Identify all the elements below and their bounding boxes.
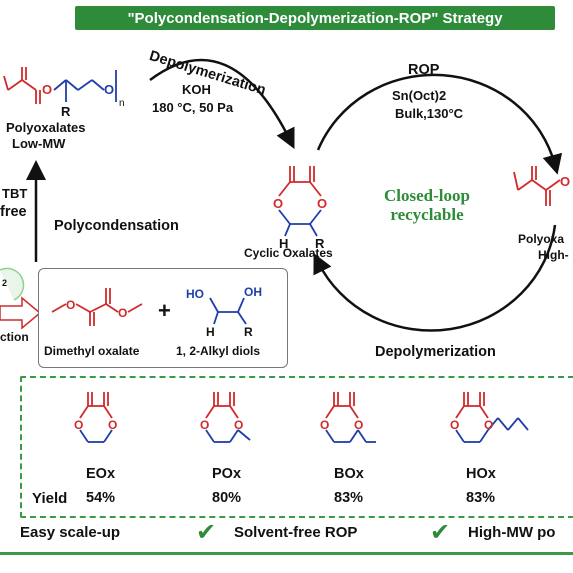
box-structure: O O <box>320 392 376 443</box>
monomer-name-eox: EOx <box>86 466 116 482</box>
svg-text:HO: HO <box>186 287 204 301</box>
yield-pox: 80% <box>212 490 242 506</box>
recyclable-label: recyclable <box>390 205 464 224</box>
polyoxalate-low-mw-structure: O O n R <box>3 67 125 119</box>
yield-hox: 83% <box>466 490 496 506</box>
ction-label: ction <box>0 330 29 344</box>
koh-label: KOH <box>182 82 211 97</box>
high-mw-right-label: High- <box>538 248 569 262</box>
svg-text:O: O <box>560 174 570 189</box>
svg-text:O: O <box>354 418 363 432</box>
alkyl-diols-label: 1, 2-Alkyl diols <box>176 344 261 358</box>
tbt-label: TBT <box>2 186 28 201</box>
rop-arrow <box>316 73 563 175</box>
svg-text:R: R <box>244 325 253 339</box>
svg-text:O: O <box>317 196 327 211</box>
closed-loop-label: Closed-loop <box>384 186 470 205</box>
svg-text:H: H <box>279 236 288 251</box>
eox-structure: O O <box>74 392 117 443</box>
yield-label: Yield <box>32 490 68 507</box>
svg-text:H: H <box>206 325 215 339</box>
monomer-name-hox: HOx <box>466 466 496 482</box>
free-label: free <box>0 204 27 220</box>
koh-condition-label: 180 °C, 50 Pa <box>152 100 234 115</box>
dimethyl-oxalate-structure: O O <box>51 288 143 326</box>
monomer-name-pox: POx <box>212 466 242 482</box>
depolymerization-arrow-top <box>149 58 295 149</box>
svg-text:O: O <box>450 418 459 432</box>
cyclic-oxalate-structure: O O H R <box>273 166 327 251</box>
depolymerization-arrow-bottom <box>313 224 557 332</box>
svg-text:O: O <box>273 196 283 211</box>
bulk-condition-label: Bulk,130°C <box>395 106 464 121</box>
yield-box: 83% <box>334 490 364 506</box>
reaction-arrow <box>0 296 42 330</box>
cyclic-oxalates-label: Cyclic Oxalates <box>244 246 333 260</box>
polyoxalate-high-mw-structure: O <box>513 166 570 206</box>
svg-text:O: O <box>104 82 114 97</box>
monomer-panel <box>20 376 573 518</box>
feature-solvent-free: Solvent-free ROP <box>234 524 358 541</box>
svg-text:O: O <box>42 82 52 97</box>
check-icon: ✔ <box>196 518 217 546</box>
svg-text:O: O <box>108 418 117 432</box>
svg-text:O: O <box>484 418 493 432</box>
reactant-box <box>38 268 288 368</box>
svg-text:n: n <box>119 98 125 109</box>
svg-text:O: O <box>74 418 83 432</box>
svg-text:R: R <box>61 104 71 119</box>
polyoxa-right-label: Polyoxa <box>518 232 565 246</box>
catalyst-circle <box>0 267 25 301</box>
hox-structure: O O <box>450 392 529 443</box>
pox-structure: O O <box>200 392 251 443</box>
alkyl-diol-structure: HO OH H R <box>186 285 262 339</box>
dimethyl-oxalate-label: Dimethyl oxalate <box>44 344 140 358</box>
feature-high-mw: High-MW po <box>468 524 556 541</box>
polyoxalates-low-label: Polyoxalates <box>6 120 86 135</box>
svg-text:O: O <box>320 418 329 432</box>
svg-text:O: O <box>234 418 243 432</box>
svg-text:R: R <box>315 236 325 251</box>
monomer-name-box: BOx <box>334 466 364 482</box>
svg-text:OH: OH <box>244 285 262 299</box>
svg-text:O: O <box>118 306 127 320</box>
footer-divider <box>0 552 573 555</box>
yield-eox: 54% <box>86 490 116 506</box>
check-icon: ✔ <box>430 518 451 546</box>
sn-catalyst-label: Sn(Oct)2 <box>392 88 447 103</box>
svg-text:O: O <box>66 298 75 312</box>
strategy-banner: "Polycondensation-Depolymerization-ROP" … <box>75 6 555 30</box>
feature-scale-up: Easy scale-up <box>20 524 121 541</box>
rop-label: ROP <box>408 62 440 78</box>
svg-text:O: O <box>200 418 209 432</box>
plus-sign: + <box>158 298 171 323</box>
low-mw-label: Low-MW <box>12 136 66 151</box>
polycondensation-label: Polycondensation <box>54 218 179 234</box>
depolymerization-bottom-label: Depolymerization <box>375 344 496 360</box>
small-subscript: 2 <box>2 278 8 288</box>
